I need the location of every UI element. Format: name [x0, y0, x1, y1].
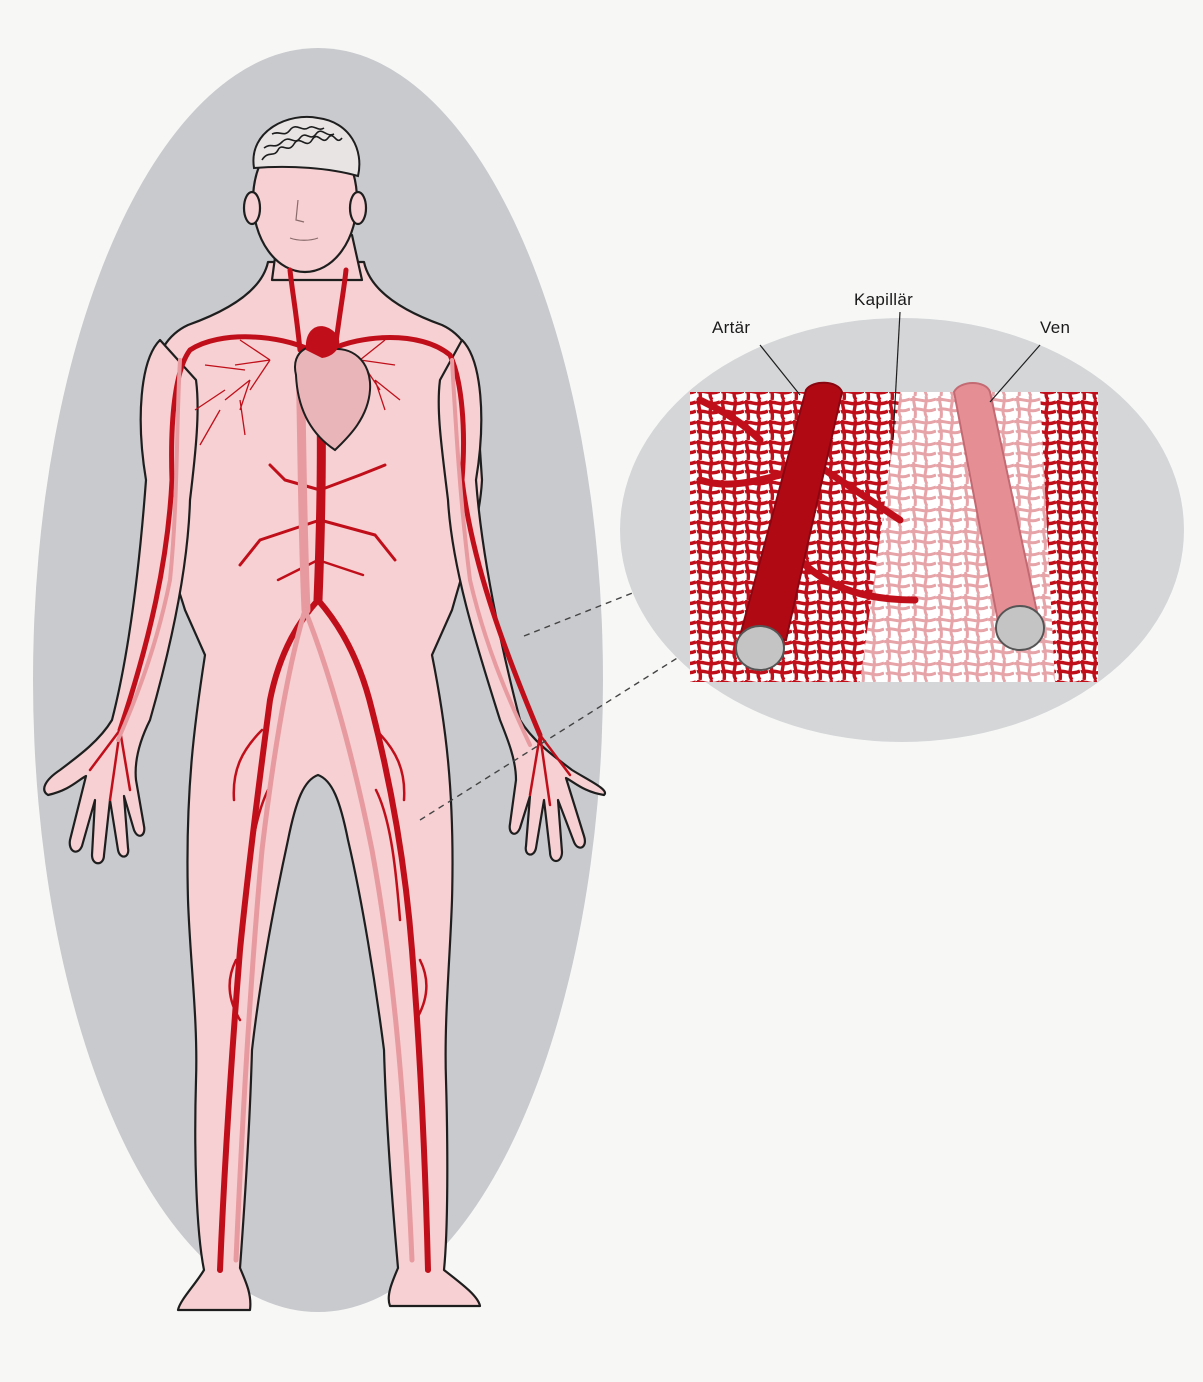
left-ear	[244, 192, 260, 224]
label-capillary: Kapillär	[854, 290, 913, 310]
right-ear	[350, 192, 366, 224]
artery-cross-section	[736, 626, 784, 670]
vein-cross-section	[996, 606, 1044, 650]
label-vein: Ven	[1040, 318, 1070, 338]
label-artery: Artär	[712, 318, 750, 338]
